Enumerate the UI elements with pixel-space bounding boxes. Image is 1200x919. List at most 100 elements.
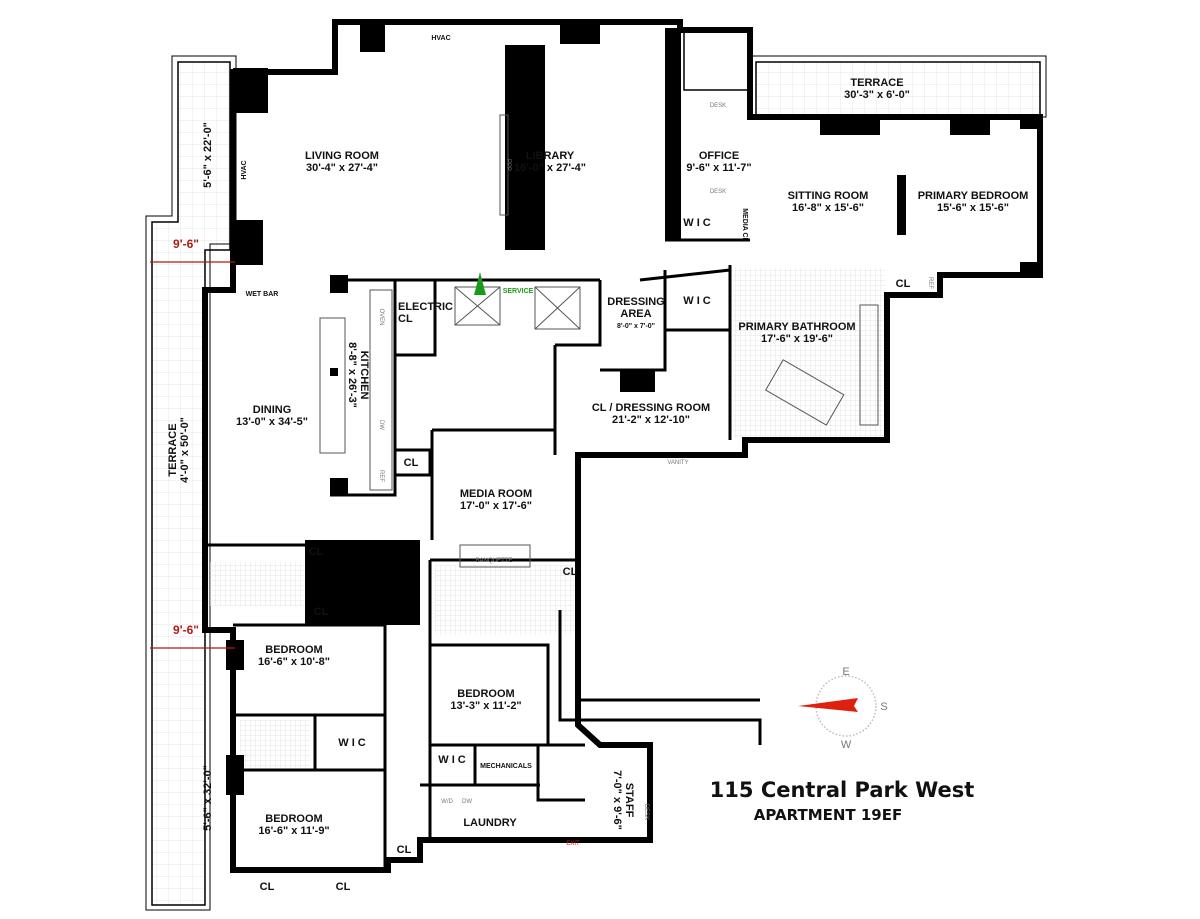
columns (226, 22, 1040, 795)
room-dims: 9'-6" x 11'-7" (686, 162, 751, 174)
room-name: SITTING ROOM (788, 190, 869, 202)
room-name: STAFF (623, 783, 635, 818)
fixture-label: DESK (710, 189, 726, 195)
primary-bath-floor (733, 268, 885, 438)
terrace-dims: 4'-0" x 50'-0" (179, 417, 191, 483)
closet-label: MEDIA CL (741, 208, 748, 242)
fixture-label: W/D (441, 799, 453, 805)
interior-walls (205, 238, 762, 870)
room-name: LAUNDRY (463, 817, 517, 829)
room-name: ELECTRIC (398, 301, 453, 313)
room-name: BEDROOM (265, 644, 322, 656)
bath-floor (208, 562, 304, 606)
compass-west: W (841, 739, 852, 751)
room-dims: 17'-6" x 19'-6" (761, 333, 833, 345)
compass: E S W (798, 666, 888, 751)
closet-label: CL (397, 844, 412, 856)
room-dims: 30'-3" x 6'-0" (844, 89, 910, 101)
room-name: TERRACE (167, 423, 179, 476)
banquette (459, 544, 531, 568)
compass-needle-icon (798, 698, 858, 712)
fixture-label: HVAC (431, 35, 450, 42)
room-name: BEDROOM (265, 813, 322, 825)
kitchen-counter (369, 289, 393, 491)
terrace-left (145, 55, 237, 911)
room-name: KITCHEN (358, 351, 370, 400)
fixture-label: PPP (505, 159, 511, 171)
room-dims: 7'-0" x 9'-6" (611, 770, 623, 830)
room-name: TERRACE (850, 77, 903, 89)
fixture-label: REF (927, 277, 933, 289)
fixture-label: DW (462, 799, 472, 805)
terrace-top (683, 29, 1047, 118)
fixture-label: DESK (710, 103, 726, 109)
fixture-label: WET BAR (246, 291, 279, 298)
room-dims: 30'-4" x 27'-4" (306, 162, 378, 174)
fireplace (499, 114, 509, 216)
closet-label: CL (336, 881, 351, 893)
closet-label: W I C (683, 217, 711, 229)
room-name: CL / DRESSING ROOM (592, 402, 710, 414)
terrace-dims: 5'-6" x 22'-0" (202, 122, 214, 188)
room-name: OFFICE (699, 150, 739, 162)
kitchen-island (319, 317, 346, 454)
room-name: PRIMARY BATHROOM (738, 321, 855, 333)
room-dims: 8'-0" x 7'-0" (617, 323, 655, 330)
closet-label: CL (260, 881, 275, 893)
service-label: SERVICE (503, 288, 534, 295)
fixture-label: DESK (643, 804, 649, 820)
vanity-counter (859, 304, 879, 426)
room-dims: 21'-2" x 12'-10" (612, 414, 690, 426)
bath-floor (435, 565, 575, 635)
closet-label: W I C (338, 737, 366, 749)
closet-label: CL (563, 566, 578, 578)
compass-ring (815, 675, 877, 737)
fixture-label: REF (378, 470, 384, 482)
terrace-dims: 5'-6" x 32'-0" (202, 765, 214, 831)
room-dims: 16'-8" x 15'-6" (792, 202, 864, 214)
closet-label: W I C (438, 754, 466, 766)
exterior-wall (202, 19, 1043, 873)
room-dims: 8'-8" x 26'-3" (346, 342, 358, 408)
closet-label: CL (404, 457, 419, 469)
room-dims: 17'-0" x 17'-6" (460, 500, 532, 512)
room-dims: 15'-6" x 15'-6" (937, 202, 1009, 214)
compass-south: S (880, 701, 887, 713)
fixture-label: DW (378, 420, 384, 430)
room-dims: 16'-6" x 11'-9" (258, 825, 329, 837)
compass-east: E (842, 666, 849, 678)
room-name: CL (398, 313, 413, 325)
room-dims: 13'-0" x 34'-5" (236, 416, 308, 428)
dimension-line: 9'-6" 9'-6" (150, 237, 235, 649)
room-name: LIBRARY (526, 150, 575, 162)
room-name: DRESSING (607, 296, 664, 308)
apartment-subtitle: APARTMENT 19EF (754, 806, 903, 824)
room-dims: 16'-0" x 27'-4" (514, 162, 586, 174)
dimension-label: 9'-6" (173, 237, 199, 251)
fixture-label: VANITY (667, 460, 688, 466)
room-dims: 13'-3" x 11'-2" (450, 700, 521, 712)
closet-label: CL (896, 278, 911, 290)
room-name: PRIMARY BEDROOM (918, 190, 1029, 202)
closet-label: CL (309, 546, 324, 558)
elevator (454, 272, 581, 330)
bathtub (765, 359, 845, 426)
room-name: LIVING ROOM (305, 150, 379, 162)
room-name: MEDIA ROOM (460, 488, 532, 500)
bath-floor (240, 720, 310, 768)
fixture-label: OVEN (378, 308, 384, 325)
dimension-label: 9'-6" (173, 623, 199, 637)
exit-label: EXIT (566, 841, 580, 847)
room-name: AREA (620, 308, 651, 320)
fixture-label: HVAC (241, 160, 248, 179)
room-name: DINING (253, 404, 292, 416)
room-name: BEDROOM (457, 688, 514, 700)
closet-label: W I C (683, 295, 711, 307)
room-name: MECHANICALS (480, 763, 532, 770)
entry-arrow-icon (474, 272, 486, 295)
column (330, 368, 338, 376)
building-title: 115 Central Park West (710, 778, 975, 802)
closet-label: CL (314, 606, 329, 618)
room-dims: 16'-6" x 10'-8" (258, 656, 330, 668)
